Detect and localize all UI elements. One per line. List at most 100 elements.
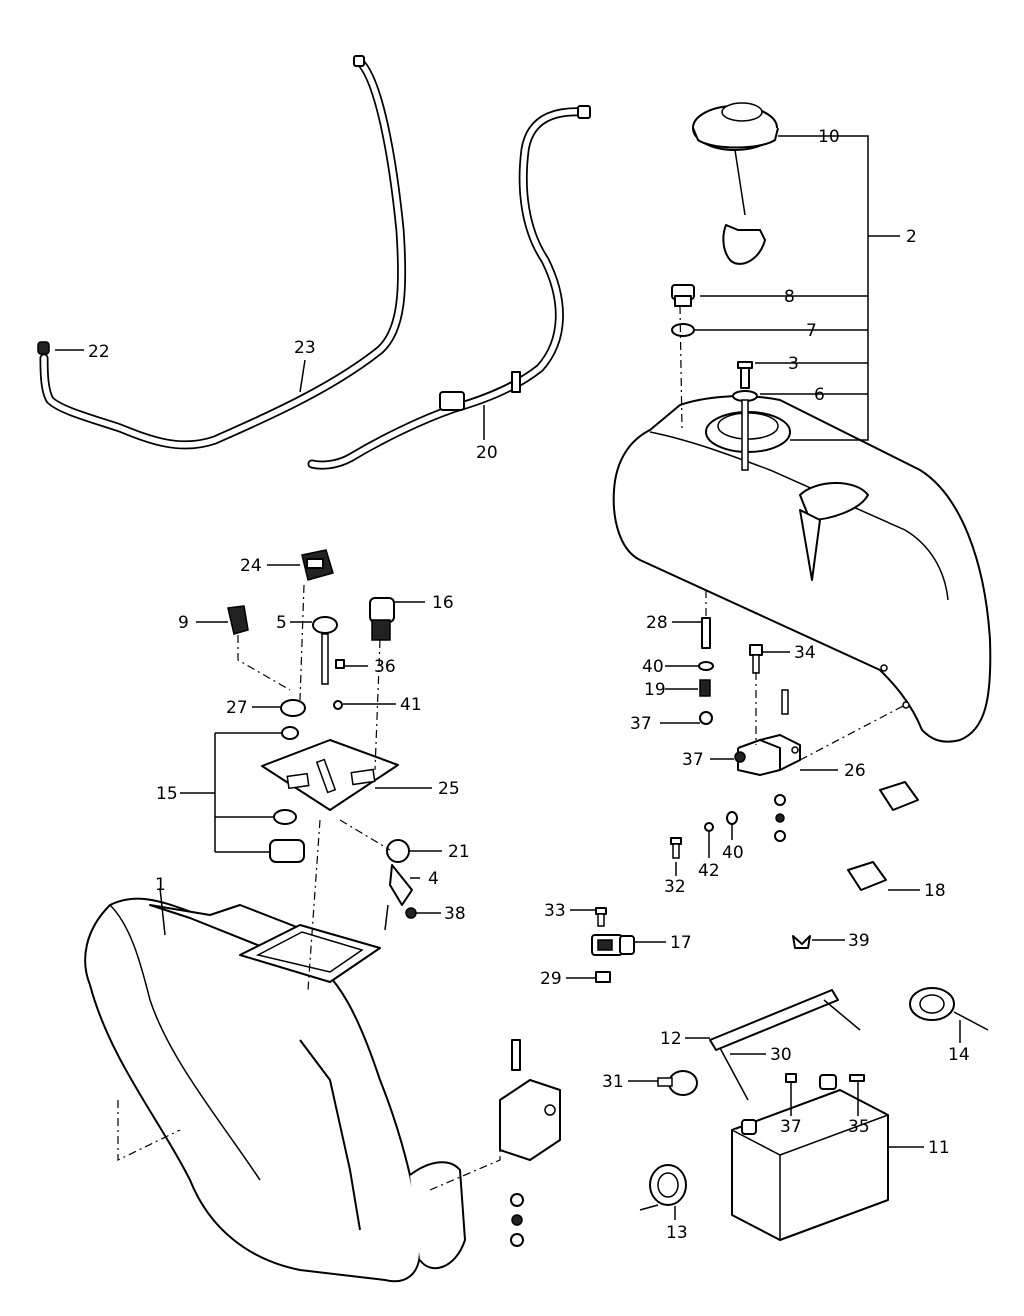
battery-cable-14 xyxy=(909,987,989,1031)
battery-11 xyxy=(731,1089,889,1241)
callout-38: 38 xyxy=(444,904,466,924)
hose-end-fitting-22 xyxy=(37,341,50,355)
callout-2: 2 xyxy=(906,227,917,247)
callout-39: 39 xyxy=(848,931,870,951)
ignition-switch-15 xyxy=(269,726,305,863)
callout-9: 9 xyxy=(178,613,189,633)
indicator-5 xyxy=(312,616,338,685)
nut-38 xyxy=(405,907,417,919)
spring-19 xyxy=(699,679,711,697)
assembly-line xyxy=(117,1100,181,1161)
callout-17: 17 xyxy=(670,933,692,953)
callout-37-bracket: 37 xyxy=(682,750,704,770)
battery-cable-13 xyxy=(639,1164,687,1211)
callout-labels: 1 2 3 4 5 6 7 8 9 10 11 12 13 14 15 16 1… xyxy=(88,127,970,1243)
switch-cover-24 xyxy=(301,549,334,581)
assembly-line xyxy=(237,635,291,691)
callout-32: 32 xyxy=(664,877,686,897)
switch-16 xyxy=(369,597,395,641)
nut-37 xyxy=(699,711,713,725)
fuel-tank xyxy=(612,395,992,743)
callout-15: 15 xyxy=(156,784,178,804)
callout-31: 31 xyxy=(602,1072,624,1092)
callout-36: 36 xyxy=(374,657,396,677)
vent-fitting-3 xyxy=(737,361,753,389)
control-plate-25 xyxy=(261,739,399,811)
callout-41: 41 xyxy=(400,695,422,715)
callout-27: 27 xyxy=(226,698,248,718)
assembly-line xyxy=(339,819,391,851)
bolt-32 xyxy=(670,837,682,859)
leader-lines xyxy=(55,135,961,1220)
bezel-27 xyxy=(280,699,306,717)
callout-7: 7 xyxy=(806,321,817,341)
assembly-line xyxy=(307,819,321,991)
hold-down-bar-12 xyxy=(709,989,839,1051)
battery-boot-31 xyxy=(657,1070,698,1096)
callout-40-bracket: 40 xyxy=(722,843,744,863)
assembly-line xyxy=(429,1100,501,1191)
mount-bracket-26 xyxy=(737,734,801,776)
callout-13: 13 xyxy=(666,1223,688,1243)
stud-28 xyxy=(701,617,711,649)
bolt-34 xyxy=(749,644,763,674)
washer-7 xyxy=(671,323,695,337)
callout-18: 18 xyxy=(924,881,946,901)
hold-down-rod-30 xyxy=(719,999,861,1101)
tank-fitting-8 xyxy=(671,284,695,307)
fuel-cap-10 xyxy=(692,102,779,265)
assembly-line xyxy=(679,305,683,431)
nut-29 xyxy=(595,971,611,983)
callout-20: 20 xyxy=(476,443,498,463)
callout-14: 14 xyxy=(948,1045,970,1065)
screw-36 xyxy=(335,659,345,669)
washer-40 xyxy=(698,661,714,671)
callout-11: 11 xyxy=(928,1138,950,1158)
callout-37-battery: 37 xyxy=(780,1117,802,1137)
callout-19: 19 xyxy=(644,680,666,700)
assembly-line xyxy=(799,704,906,761)
callout-6: 6 xyxy=(814,385,825,405)
console-housing-1 xyxy=(84,897,466,1283)
wing-nut-39 xyxy=(792,935,811,949)
fuel-pickup-6 xyxy=(732,390,758,471)
relay-18 xyxy=(847,781,919,891)
key-9 xyxy=(227,605,249,635)
console-bracket xyxy=(499,1039,561,1247)
washer-41 xyxy=(333,700,343,710)
callout-35: 35 xyxy=(848,1117,870,1137)
callout-34: 34 xyxy=(794,643,816,663)
callout-29: 29 xyxy=(540,969,562,989)
callout-1: 1 xyxy=(155,875,166,895)
callout-16: 16 xyxy=(432,593,454,613)
fuel-hose-20 xyxy=(307,105,591,470)
screw-33 xyxy=(595,907,607,927)
callout-24: 24 xyxy=(240,556,262,576)
callout-5: 5 xyxy=(276,613,287,633)
callout-26: 26 xyxy=(844,761,866,781)
callout-10: 10 xyxy=(818,127,840,147)
callout-25: 25 xyxy=(438,779,460,799)
callout-12: 12 xyxy=(660,1029,682,1049)
callout-23: 23 xyxy=(294,338,316,358)
callout-40-tank: 40 xyxy=(642,657,664,677)
nut-37-bracket xyxy=(734,751,746,763)
callout-8: 8 xyxy=(784,287,795,307)
assembly-line xyxy=(299,584,305,701)
nut-37-battery xyxy=(785,1073,797,1083)
fuel-hose-23 xyxy=(39,55,407,450)
callout-3: 3 xyxy=(788,354,799,374)
lock-washer-42 xyxy=(704,822,714,832)
washer-40-lower xyxy=(726,811,738,825)
terminal-35 xyxy=(819,1074,865,1090)
callout-28: 28 xyxy=(646,613,668,633)
callout-4: 4 xyxy=(428,869,439,889)
callout-30: 30 xyxy=(770,1045,792,1065)
callout-22: 22 xyxy=(88,342,110,362)
assembly-line xyxy=(374,639,381,771)
callout-33: 33 xyxy=(544,901,566,921)
solenoid-17 xyxy=(591,934,635,956)
callout-42: 42 xyxy=(698,861,720,881)
callout-21: 21 xyxy=(448,842,470,862)
